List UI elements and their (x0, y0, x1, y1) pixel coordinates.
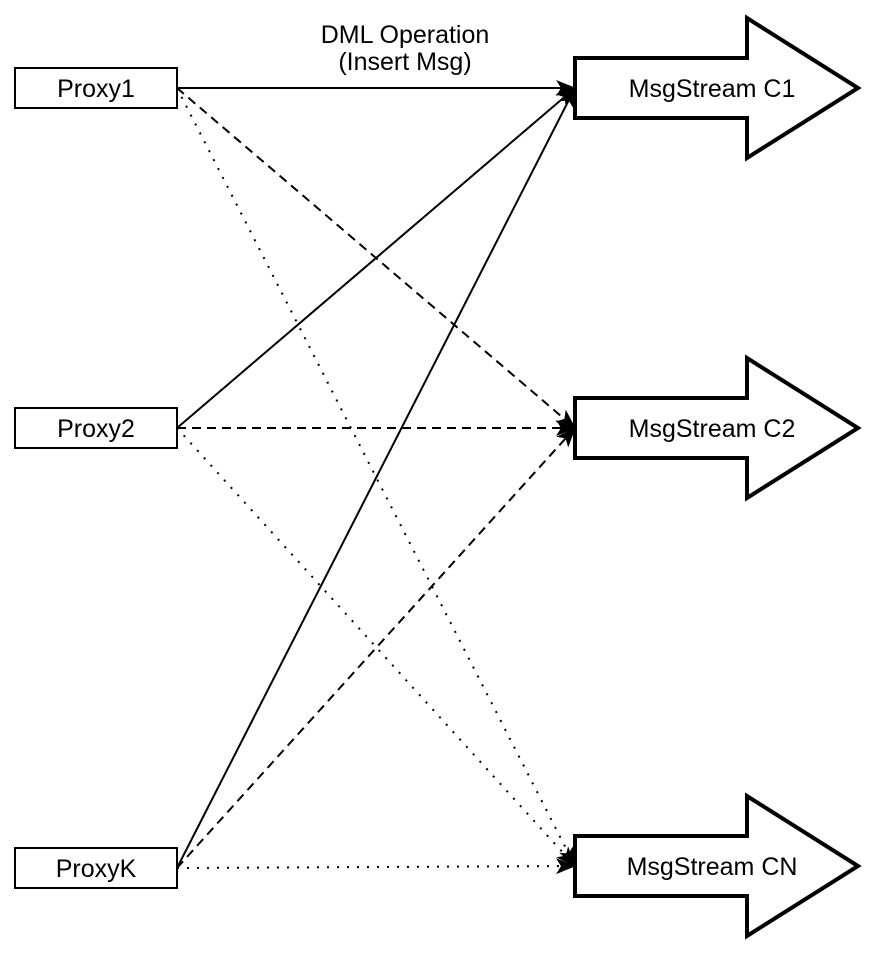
diagram-title-line1: DML Operation (321, 21, 490, 49)
proxy2-label: Proxy2 (57, 415, 135, 443)
msgstream-cn-arrow (573, 792, 862, 940)
edge-proxyk-to-c1-solid (176, 87, 576, 869)
msgstream-c2-arrow (573, 354, 862, 502)
diagram-title-line2: (Insert Msg) (338, 48, 471, 76)
msgstream-c1-label: MsgStream C1 (629, 75, 796, 103)
msgstream-c1-arrow (573, 14, 862, 162)
proxyk-box (14, 847, 178, 889)
edge-proxy2-to-cn-dotted (176, 427, 576, 867)
msgstream-c2-label: MsgStream C2 (629, 415, 796, 443)
diagram-title: DML Operation (Insert Msg) (321, 21, 490, 76)
edge-proxy1-to-c2-dashed (176, 87, 576, 429)
proxy1-label: Proxy1 (57, 75, 135, 103)
edge-proxyk-to-c2-dashed (176, 427, 576, 869)
edges (176, 80, 576, 875)
proxy2-box (14, 407, 178, 449)
proxy-nodes: Proxy1 Proxy2 ProxyK (14, 67, 178, 889)
edge-proxyk-to-cn-dotted (176, 858, 576, 875)
proxyk-label: ProxyK (56, 855, 137, 883)
stream-nodes: MsgStream C1 MsgStream C2 MsgStream CN (573, 14, 862, 940)
msgstream-cn-label: MsgStream CN (627, 853, 798, 881)
proxy1-box (14, 67, 178, 109)
